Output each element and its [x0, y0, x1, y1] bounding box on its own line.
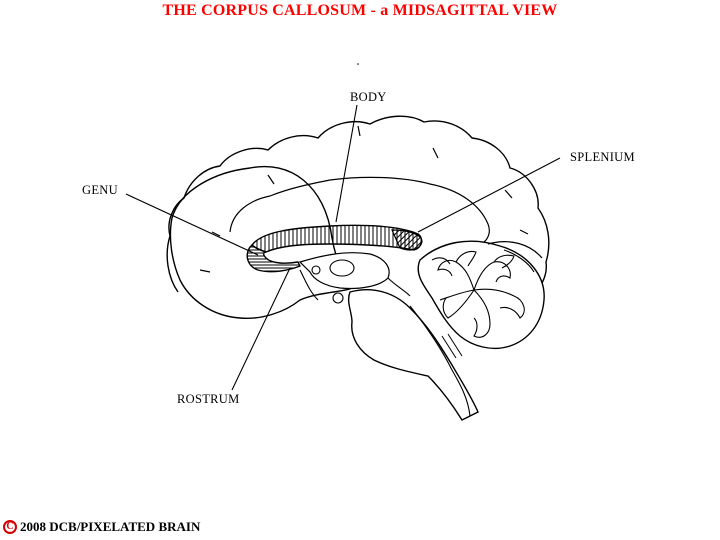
label-genu: GENU — [82, 183, 118, 197]
mammillary-body — [332, 292, 344, 304]
arbor-vitae — [437, 250, 525, 338]
cingulate-line — [229, 176, 490, 245]
copyright-icon: C — [3, 520, 17, 534]
corpus-callosum-splenium — [391, 229, 423, 251]
cortex-outline — [166, 115, 550, 297]
copyright-text: 2008 DCB/PIXELATED BRAIN — [20, 519, 201, 534]
copyright-footer: C 2008 DCB/PIXELATED BRAIN — [3, 519, 200, 535]
label-body: BODY — [350, 90, 387, 104]
label-splenium: SPLENIUM — [570, 150, 635, 164]
rostrum-leader-line — [231, 267, 291, 391]
genu-leader-line — [125, 193, 259, 256]
cerebellum — [417, 240, 545, 350]
splenium-leader-line — [417, 157, 561, 233]
label-rostrum: ROSTRUM — [177, 392, 240, 406]
corpus-callosum-genu — [246, 244, 301, 273]
thalamus — [329, 259, 355, 277]
brainstem — [347, 289, 479, 421]
anterior-commissure — [311, 265, 321, 275]
page-title: THE CORPUS CALLOSUM - a MIDSAGITTAL VIEW — [162, 2, 558, 19]
body-leader-line — [335, 104, 358, 223]
